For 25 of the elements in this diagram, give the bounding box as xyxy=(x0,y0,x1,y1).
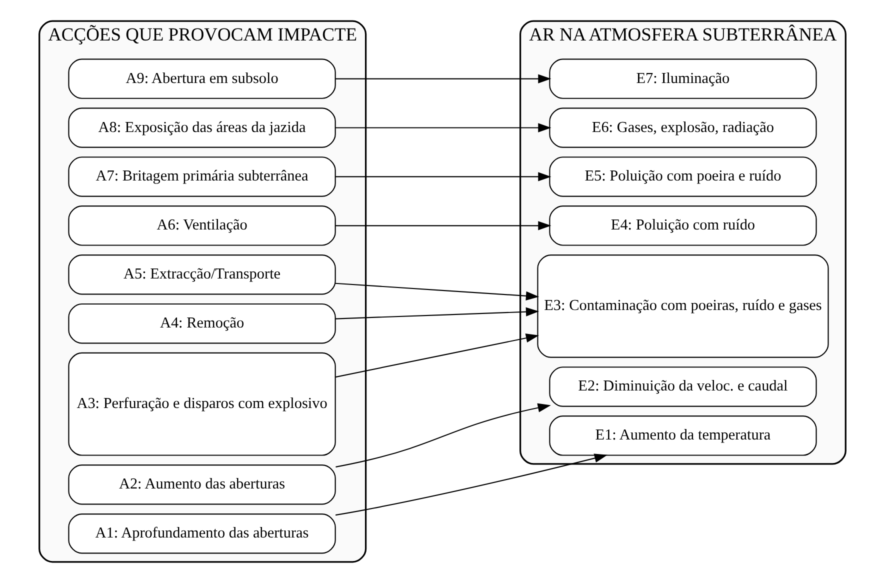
node-box: A6: Ventilação xyxy=(68,206,336,246)
node-box: A8: Exposição das áreas da jazida xyxy=(68,108,336,148)
node-box: E1: Aumento da temperatura xyxy=(549,416,817,456)
arrow xyxy=(336,307,540,320)
arrow xyxy=(336,403,551,468)
arrow xyxy=(336,172,552,182)
node-box: A3: Perfuração e disparos com explosivo xyxy=(68,352,336,456)
node-box: E3: Contaminação com poeiras, ruído e gases xyxy=(537,254,829,358)
node-box: E6: Gases, explosão, radiação xyxy=(549,108,817,148)
node-box: A1: Aprofundamento das aberturas xyxy=(68,513,336,554)
node-box: E4: Poluição com ruído xyxy=(549,206,817,246)
node-box: A4: Remoção xyxy=(68,303,336,344)
node-box: A7: Britagem primária subterrânea xyxy=(68,156,336,197)
arrow xyxy=(335,454,608,516)
arrow xyxy=(336,221,552,230)
node-box: E2: Diminuição da veloc. e caudal xyxy=(549,366,817,407)
node-box: A9: Abertura em subsolo xyxy=(68,58,336,99)
node-box: A2: Aumento das aberturas xyxy=(68,464,336,505)
node-box: E5: Poluição com poeira e ruído xyxy=(549,156,817,197)
node-box: A5: Extracção/Transporte xyxy=(68,254,336,295)
arrow xyxy=(335,282,540,300)
arrow xyxy=(335,334,539,378)
arrow xyxy=(336,74,552,84)
arrow xyxy=(336,123,552,132)
node-box: E7: Iluminação xyxy=(549,58,817,99)
